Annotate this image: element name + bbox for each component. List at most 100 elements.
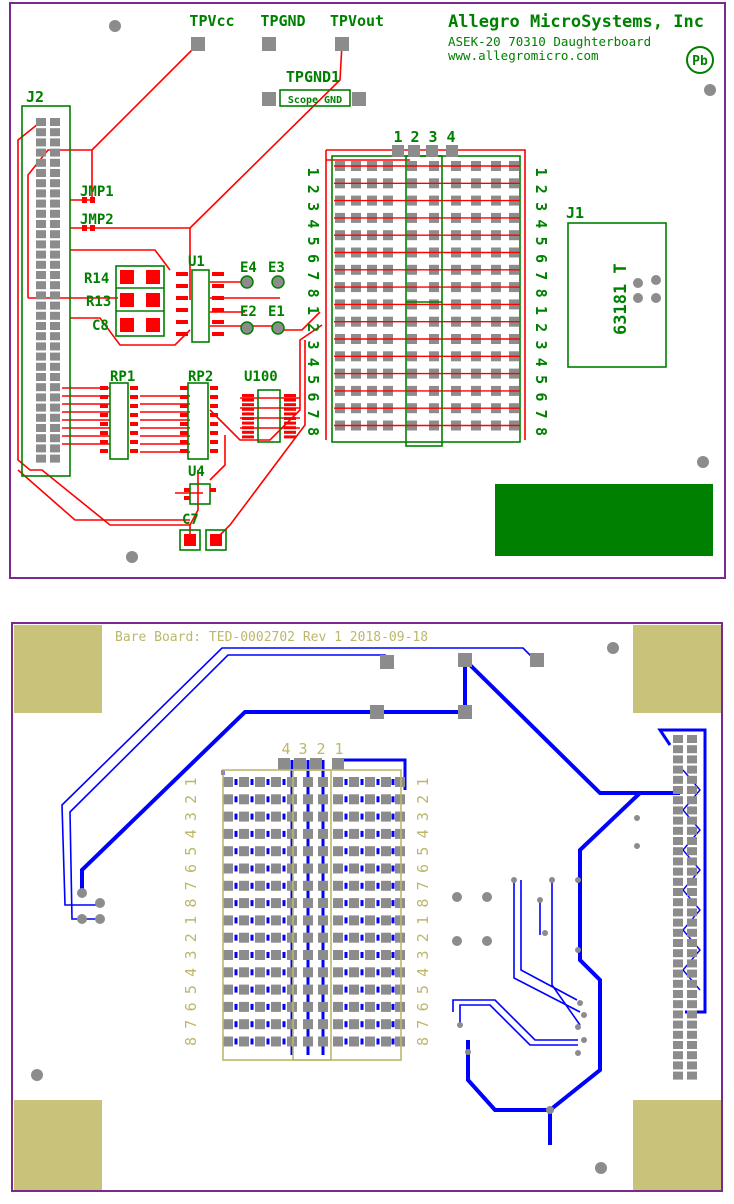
bottom-breadboard-pad[interactable] <box>287 880 297 891</box>
bottom-header-pin[interactable] <box>673 745 683 754</box>
bottom-breadboard-pad[interactable] <box>349 828 359 839</box>
j2-pin[interactable] <box>36 220 46 228</box>
bottom-breadboard-pad[interactable] <box>395 863 405 874</box>
bottom-header-pin[interactable] <box>673 928 683 937</box>
bottom-breadboard-pad[interactable] <box>271 863 281 874</box>
column-header-pad[interactable] <box>392 145 404 157</box>
u100-pad-left[interactable] <box>242 417 254 420</box>
j2-pin[interactable] <box>36 393 46 402</box>
bottom-breadboard-pad[interactable] <box>349 777 359 787</box>
rp1-pad-right[interactable] <box>130 440 138 444</box>
bottom-breadboard-pad[interactable] <box>223 898 233 909</box>
bottom-breadboard-pad[interactable] <box>239 1001 249 1012</box>
bottom-breadboard-pad[interactable] <box>349 915 359 926</box>
bottom-header-pin[interactable] <box>687 949 697 958</box>
rp2-pad-right[interactable] <box>210 431 218 435</box>
bottom-breadboard-pad[interactable] <box>318 1036 328 1047</box>
bottom-breadboard-pad[interactable] <box>318 777 328 787</box>
bottom-header-pin[interactable] <box>673 990 683 998</box>
j2-pin[interactable] <box>50 281 60 290</box>
bottom-breadboard-pad[interactable] <box>303 828 313 839</box>
bottom-header-pin[interactable] <box>687 806 697 815</box>
tpvcc-pad[interactable] <box>191 37 205 51</box>
bottom-breadboard-pad[interactable] <box>303 898 313 909</box>
bottom-breadboard-pad[interactable] <box>349 984 359 995</box>
bottom-breadboard-pad[interactable] <box>271 794 281 805</box>
bottom-breadboard-pad[interactable] <box>333 811 343 822</box>
bottom-breadboard-pad[interactable] <box>303 880 313 891</box>
bottom-breadboard-pad[interactable] <box>255 950 265 960</box>
bottom-breadboard-pad[interactable] <box>287 811 297 822</box>
u100-pad-right[interactable] <box>284 435 296 439</box>
bottom-breadboard-pad[interactable] <box>395 1001 405 1012</box>
j2-pin[interactable] <box>50 250 60 259</box>
j2-pin[interactable] <box>36 281 46 290</box>
j2-pin[interactable] <box>50 383 60 392</box>
bottom-header-pin[interactable] <box>673 959 683 968</box>
bottom-breadboard-pad[interactable] <box>333 967 343 978</box>
j2-pin[interactable] <box>36 434 46 443</box>
j2-pin[interactable] <box>50 169 60 177</box>
bottom-breadboard-pad[interactable] <box>287 1001 297 1012</box>
bottom-breadboard-pad[interactable] <box>365 863 375 874</box>
bottom-breadboard-pad[interactable] <box>271 811 281 822</box>
bottom-breadboard-pad[interactable] <box>318 828 328 839</box>
j2-pin[interactable] <box>50 454 60 463</box>
column-header-pad[interactable] <box>446 145 458 157</box>
bottom-breadboard-pad[interactable] <box>349 794 359 805</box>
bottom-header-pin[interactable] <box>673 816 683 825</box>
bottom-breadboard-pad[interactable] <box>395 950 405 960</box>
bottom-breadboard-pad[interactable] <box>381 794 391 805</box>
bottom-header-pin[interactable] <box>687 796 697 805</box>
j2-pin[interactable] <box>50 220 60 228</box>
u100-pad-left[interactable] <box>242 426 254 430</box>
bottom-breadboard-pad[interactable] <box>223 967 233 978</box>
bottom-header-pin[interactable] <box>687 959 697 968</box>
bottom-header-pin[interactable] <box>673 918 683 927</box>
u100-pad-right[interactable] <box>284 417 296 420</box>
u100-pad-left[interactable] <box>242 435 254 439</box>
bottom-breadboard-pad[interactable] <box>255 967 265 978</box>
j2-pin[interactable] <box>50 189 60 198</box>
bottom-breadboard-pad[interactable] <box>381 1001 391 1012</box>
bottom-header-pin[interactable] <box>673 1020 683 1029</box>
bottom-breadboard-pad[interactable] <box>239 880 249 891</box>
bottom-breadboard-pad[interactable] <box>223 880 233 891</box>
bottom-breadboard-pad[interactable] <box>287 915 297 926</box>
bottom-breadboard-pad[interactable] <box>365 777 375 787</box>
bottom-breadboard-pad[interactable] <box>303 932 313 943</box>
tpgnd1-pad-right[interactable] <box>352 92 366 106</box>
bottom-breadboard-pad[interactable] <box>365 898 375 909</box>
j2-pin[interactable] <box>36 322 46 330</box>
column-header-pad[interactable] <box>426 145 438 157</box>
bottom-breadboard-pad[interactable] <box>271 828 281 839</box>
bottom-header-pin[interactable] <box>687 755 697 764</box>
bottom-breadboard-pad[interactable] <box>223 777 233 787</box>
rp2-pad-right[interactable] <box>210 395 218 399</box>
bottom-breadboard-pad[interactable] <box>303 950 313 960</box>
bottom-header-pin[interactable] <box>673 857 683 866</box>
bottom-breadboard-pad[interactable] <box>395 811 405 822</box>
bottom-breadboard-pad[interactable] <box>365 1036 375 1047</box>
u100-pad-right[interactable] <box>284 421 296 425</box>
rp1-pad-right[interactable] <box>130 431 138 435</box>
bottom-breadboard-pad[interactable] <box>318 846 328 857</box>
bottom-breadboard-pad[interactable] <box>255 811 265 822</box>
bottom-breadboard-pad[interactable] <box>365 811 375 822</box>
bottom-breadboard-pad[interactable] <box>365 1019 375 1030</box>
bottom-header-pin[interactable] <box>687 826 697 835</box>
j2-pin[interactable] <box>36 128 46 137</box>
bottom-header-pin[interactable] <box>687 888 697 896</box>
bottom-breadboard-pad[interactable] <box>239 950 249 960</box>
bottom-breadboard-pad[interactable] <box>333 1001 343 1012</box>
bottom-breadboard-pad[interactable] <box>271 915 281 926</box>
bottom-breadboard-pad[interactable] <box>381 1036 391 1047</box>
bottom-breadboard-pad[interactable] <box>223 1036 233 1047</box>
j2-pin[interactable] <box>36 169 46 177</box>
bottom-breadboard-pad[interactable] <box>255 915 265 926</box>
bottom-breadboard-pad[interactable] <box>287 950 297 960</box>
bottom-header-pin[interactable] <box>687 745 697 754</box>
rp1-pad-right[interactable] <box>130 422 138 426</box>
bottom-breadboard-pad[interactable] <box>333 1019 343 1030</box>
bottom-breadboard-pad[interactable] <box>287 1019 297 1030</box>
